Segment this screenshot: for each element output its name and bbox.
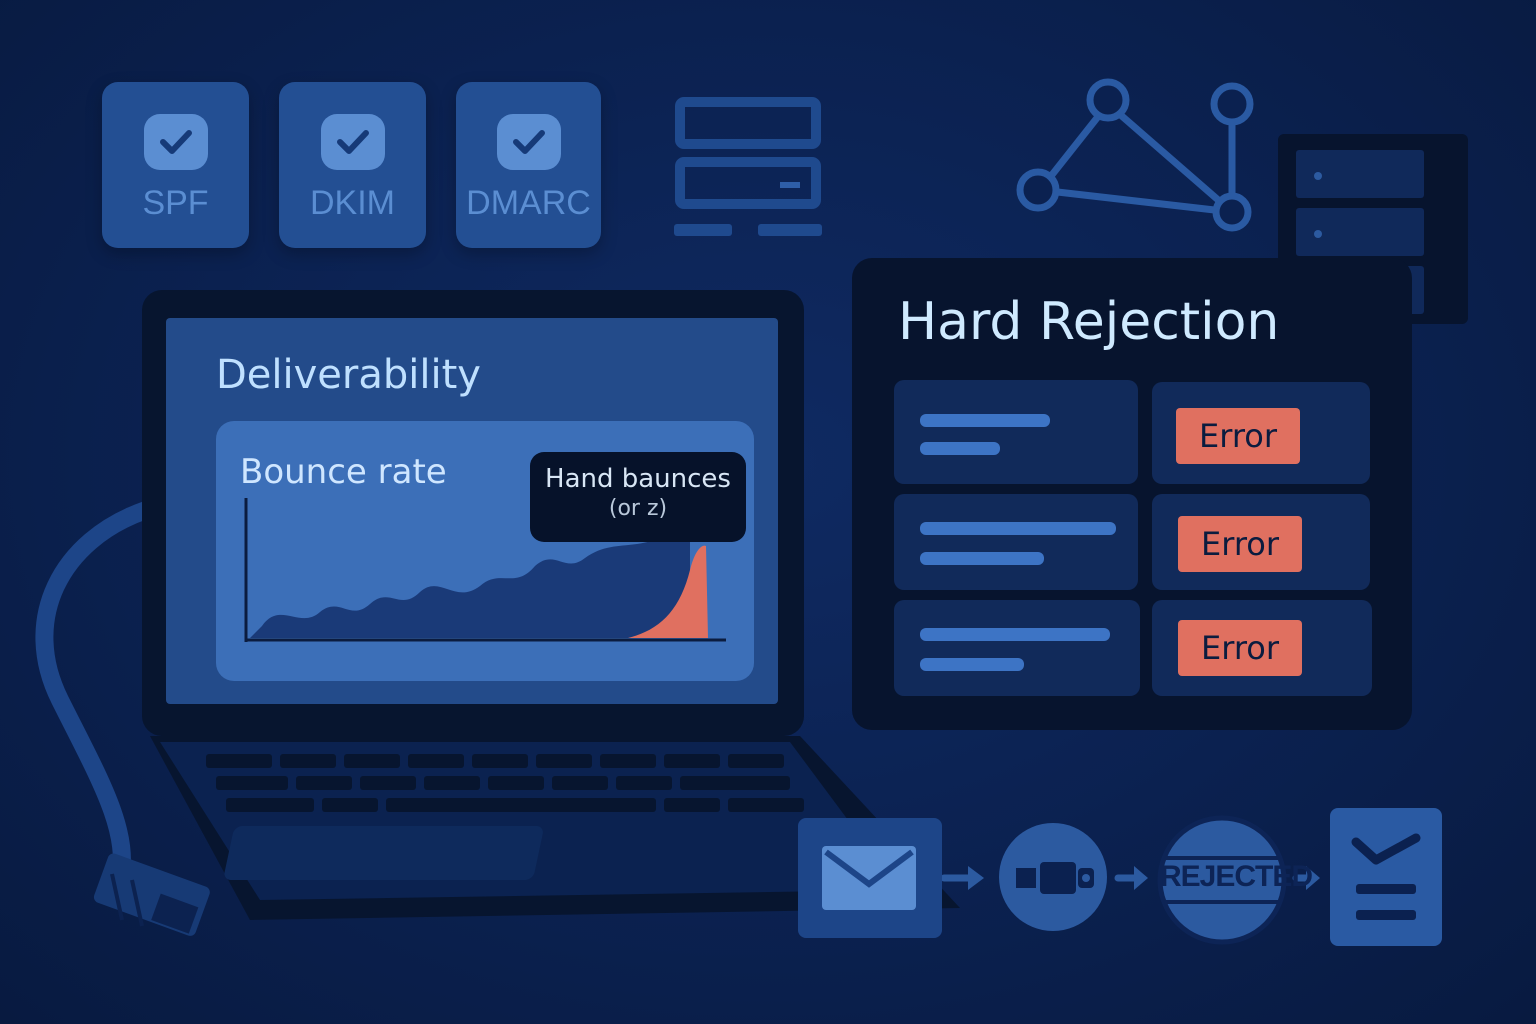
bounce-rate-title: Bounce rate [240,452,447,492]
deliverability-title: Deliverability [216,352,481,398]
text-placeholder-line [920,522,1116,535]
dmarc-badge: DMARC [456,82,601,248]
text-placeholder-line [920,628,1110,641]
keyboard [206,754,804,812]
plug-icon [999,823,1107,931]
rejection-row-message [894,600,1140,696]
server-rack-icon [675,97,821,209]
dkim-badge: DKIM [279,82,426,248]
tooltip-line-1: Hand baunces [545,464,731,494]
text-placeholder-line [920,658,1024,671]
network-diagram-icon [1016,78,1254,232]
rejected-stamp-label: REJECTED [1160,860,1313,893]
ethernet-plug-icon [93,853,210,936]
flow-arrows [940,866,1320,890]
text-placeholder-line [920,442,1000,455]
rejection-row-message [894,494,1138,590]
tooltip-line-2: (or z) [608,496,668,521]
spf-label: SPF [142,184,209,222]
cable [35,501,155,889]
check-icon [143,114,208,170]
text-placeholder-line [920,552,1044,565]
error-badge: Error [1178,620,1302,676]
spf-badge: SPF [102,82,249,248]
checklist-icon [1351,833,1421,920]
error-badge: Error [1176,408,1300,464]
envelope-icon [822,846,916,910]
rejection-row-message [894,380,1138,484]
text-placeholder-line [920,414,1050,427]
dmarc-label: DMARC [466,184,591,222]
check-icon [320,114,385,170]
rejected-stamp [1157,815,1287,945]
hard-bounces-tooltip: Hand baunces (or z) [530,452,746,542]
check-icon [496,114,561,170]
dkim-label: DKIM [310,184,395,222]
error-badge: Error [1178,516,1302,572]
checklist-step [1330,808,1442,946]
hard-rejection-title: Hard Rejection [898,292,1280,352]
